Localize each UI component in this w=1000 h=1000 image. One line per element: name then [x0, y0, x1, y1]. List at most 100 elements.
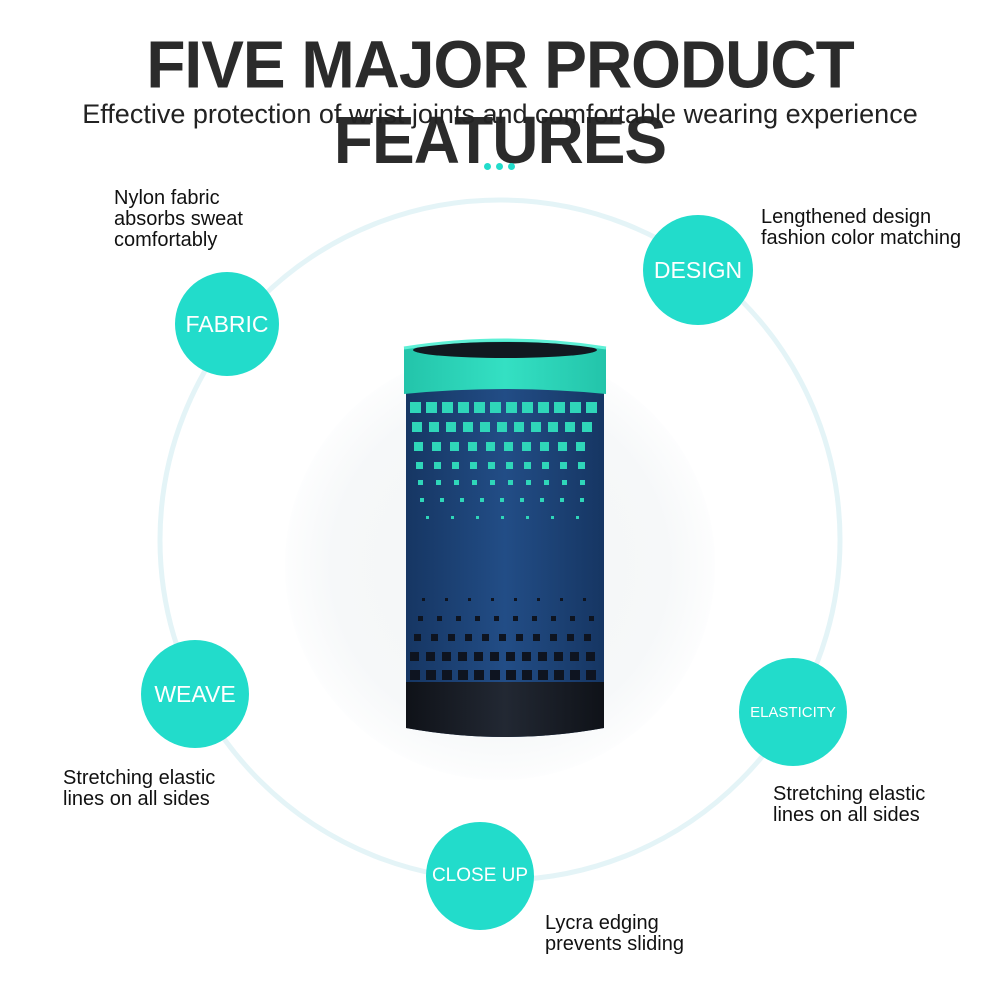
knit-square: [482, 634, 489, 641]
knit-square: [414, 634, 421, 641]
knit-square: [418, 616, 423, 621]
knit-square: [506, 462, 513, 469]
knit-square: [580, 480, 585, 485]
knit-square: [582, 422, 592, 432]
knit-square: [494, 616, 499, 621]
note-line: lines on all sides: [773, 804, 920, 826]
knit-square: [520, 498, 524, 502]
knit-square: [412, 422, 422, 432]
knit-square: [429, 422, 439, 432]
knit-square: [537, 598, 540, 601]
knit-square: [554, 670, 564, 680]
sleeve-body: [406, 370, 604, 737]
knit-square: [540, 442, 549, 451]
note-line: absorbs sweat: [114, 208, 243, 230]
page-subtitle: Effective protection of wrist joints and…: [82, 99, 918, 129]
feature-design-badge: DESIGN: [643, 215, 753, 325]
feature-close-up-badge: CLOSE UP: [426, 822, 534, 930]
section-divider-dots: [484, 157, 524, 170]
knit-square: [486, 442, 495, 451]
knit-square: [465, 634, 472, 641]
knit-square: [460, 498, 464, 502]
knit-square: [522, 442, 531, 451]
knit-square: [426, 670, 436, 680]
knit-square: [410, 670, 420, 680]
knit-square: [551, 516, 554, 519]
note-line: fashion color matching: [761, 227, 962, 249]
knit-square: [437, 616, 442, 621]
note-line: lines on all sides: [63, 788, 210, 810]
note-line: Lycra edging: [545, 912, 659, 934]
knit-square: [452, 462, 459, 469]
knit-square: [533, 634, 540, 641]
knit-square: [491, 598, 494, 601]
knit-square: [454, 480, 459, 485]
feature-weave-note: Stretching elastic lines on all sides: [63, 768, 215, 810]
knit-square: [576, 516, 579, 519]
knit-square: [576, 442, 585, 451]
knit-square: [567, 634, 574, 641]
feature-close-up-label: CLOSE UP: [431, 865, 529, 886]
knit-square: [500, 498, 504, 502]
note-line: prevents sliding: [545, 933, 684, 955]
knit-square: [526, 516, 529, 519]
knit-square: [522, 652, 531, 661]
knit-square: [516, 634, 523, 641]
knit-square: [570, 670, 580, 680]
knit-square: [470, 462, 477, 469]
knit-square: [480, 422, 490, 432]
note-line: comfortably: [114, 229, 218, 251]
knit-square: [410, 652, 419, 661]
knit-square: [548, 422, 558, 432]
knit-square: [551, 616, 556, 621]
knit-square: [474, 652, 483, 661]
feature-elasticity-label: ELASTICITY: [750, 703, 836, 721]
feature-fabric-label: FABRIC: [185, 310, 269, 337]
knit-square: [416, 462, 423, 469]
knit-square: [448, 634, 455, 641]
knit-square: [490, 652, 499, 661]
knit-square: [570, 652, 579, 661]
knit-square: [560, 598, 563, 601]
knit-square: [538, 670, 548, 680]
knit-square: [450, 442, 459, 451]
knit-square: [463, 422, 473, 432]
knit-square: [522, 670, 532, 680]
knit-square: [532, 616, 537, 621]
knit-square: [458, 652, 467, 661]
knit-square: [531, 422, 541, 432]
knit-square: [504, 442, 513, 451]
knit-square: [586, 670, 596, 680]
knit-square: [490, 480, 495, 485]
knit-square: [501, 516, 504, 519]
knit-square: [420, 498, 424, 502]
knit-square: [418, 480, 423, 485]
knit-square: [570, 402, 581, 413]
wrist-sleeve-image: [403, 338, 607, 737]
knit-square: [431, 634, 438, 641]
knit-square: [583, 598, 586, 601]
knit-square: [514, 598, 517, 601]
feature-fabric-note: Nylon fabric absorbs sweat comfortably: [114, 188, 243, 251]
knit-square: [442, 670, 452, 680]
knit-square: [542, 462, 549, 469]
knit-square: [414, 442, 423, 451]
feature-close-up-note: Lycra edging prevents sliding: [545, 913, 684, 955]
knit-square: [426, 652, 435, 661]
knit-square: [474, 670, 484, 680]
knit-square: [490, 670, 500, 680]
feature-weave-badge: WEAVE: [141, 640, 249, 748]
sleeve-cuff-rim: [403, 338, 607, 350]
knit-square: [480, 498, 484, 502]
knit-square: [578, 462, 585, 469]
knit-square: [497, 422, 507, 432]
knit-square: [426, 516, 429, 519]
knit-square: [540, 498, 544, 502]
knit-square: [538, 652, 547, 661]
knit-square: [586, 402, 597, 413]
knit-pattern: [410, 402, 597, 680]
knit-square: [490, 402, 501, 413]
knit-square: [422, 598, 425, 601]
knit-square: [446, 422, 456, 432]
knit-square: [410, 402, 421, 413]
